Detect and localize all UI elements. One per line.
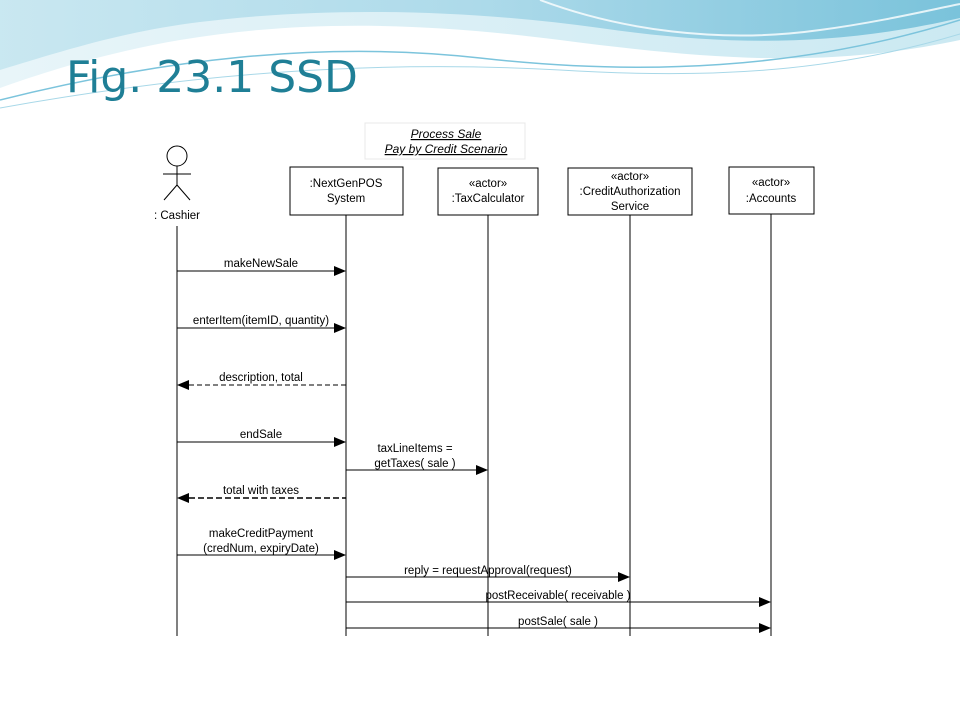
slide-title: Fig. 23.1 SSD	[66, 52, 358, 103]
message-label-line-1: makeCreditPayment	[209, 528, 314, 540]
message-label: description, total	[219, 372, 303, 384]
message-label: total with taxes	[223, 485, 299, 497]
lifeline-credit-label-3: Service	[611, 201, 649, 213]
lifeline-accounts-label-1: «actor»	[752, 177, 790, 189]
message-end-sale: endSale	[177, 429, 346, 447]
lifeline-head-tax: «actor» :TaxCalculator	[437, 167, 539, 216]
message-make-new-sale: makeNewSale	[177, 258, 346, 276]
message-request-approval: reply = requestApproval(request)	[346, 565, 630, 582]
cashier-actor-icon	[163, 145, 191, 201]
message-label: postSale( sale )	[518, 616, 598, 628]
cashier-label: : Cashier	[154, 210, 200, 222]
message-enter-item: enterItem(itemID, quantity)	[177, 315, 346, 333]
message-return-description-total: description, total	[177, 372, 346, 390]
lifeline-tax-label-2: :TaxCalculator	[452, 193, 525, 205]
message-post-sale: postSale( sale )	[346, 616, 771, 633]
message-label: postReceivable( receivable )	[485, 590, 630, 602]
message-label: makeNewSale	[224, 258, 298, 270]
frame-title-box	[364, 122, 526, 160]
lifeline-pos-label-1: :NextGenPOS	[310, 178, 383, 190]
message-post-receivable: postReceivable( receivable )	[346, 590, 771, 607]
message-label-line-2: getTaxes( sale )	[374, 458, 455, 470]
message-make-credit-payment: makeCreditPayment (credNum, expiryDate)	[177, 528, 346, 560]
lifeline-head-pos: :NextGenPOS System	[289, 166, 404, 216]
message-label-line-2: (credNum, expiryDate)	[203, 543, 319, 555]
message-label: endSale	[240, 429, 282, 441]
message-label-line-1: taxLineItems =	[377, 443, 452, 455]
message-get-taxes: taxLineItems = getTaxes( sale )	[346, 443, 488, 475]
message-label: enterItem(itemID, quantity)	[193, 315, 329, 327]
message-label: reply = requestApproval(request)	[404, 565, 572, 577]
header-wave-decoration	[0, 0, 960, 109]
lifeline-pos-label-2: System	[327, 193, 365, 205]
frame-title-line-1: Process Sale	[411, 127, 482, 141]
lifeline-credit-label-1: «actor»	[611, 171, 649, 183]
lifeline-credit-label-2: :CreditAuthorization	[580, 186, 681, 198]
lifeline-head-credit: «actor» :CreditAuthorization Service	[567, 167, 693, 216]
lifeline-head-accounts: «actor» :Accounts	[728, 166, 815, 215]
lifeline-tax-label-1: «actor»	[469, 178, 507, 190]
lifeline-accounts-label-2: :Accounts	[746, 193, 797, 205]
frame-title-line-2: Pay by Credit Scenario	[385, 142, 508, 156]
message-return-total-with-taxes: total with taxes	[177, 485, 346, 503]
